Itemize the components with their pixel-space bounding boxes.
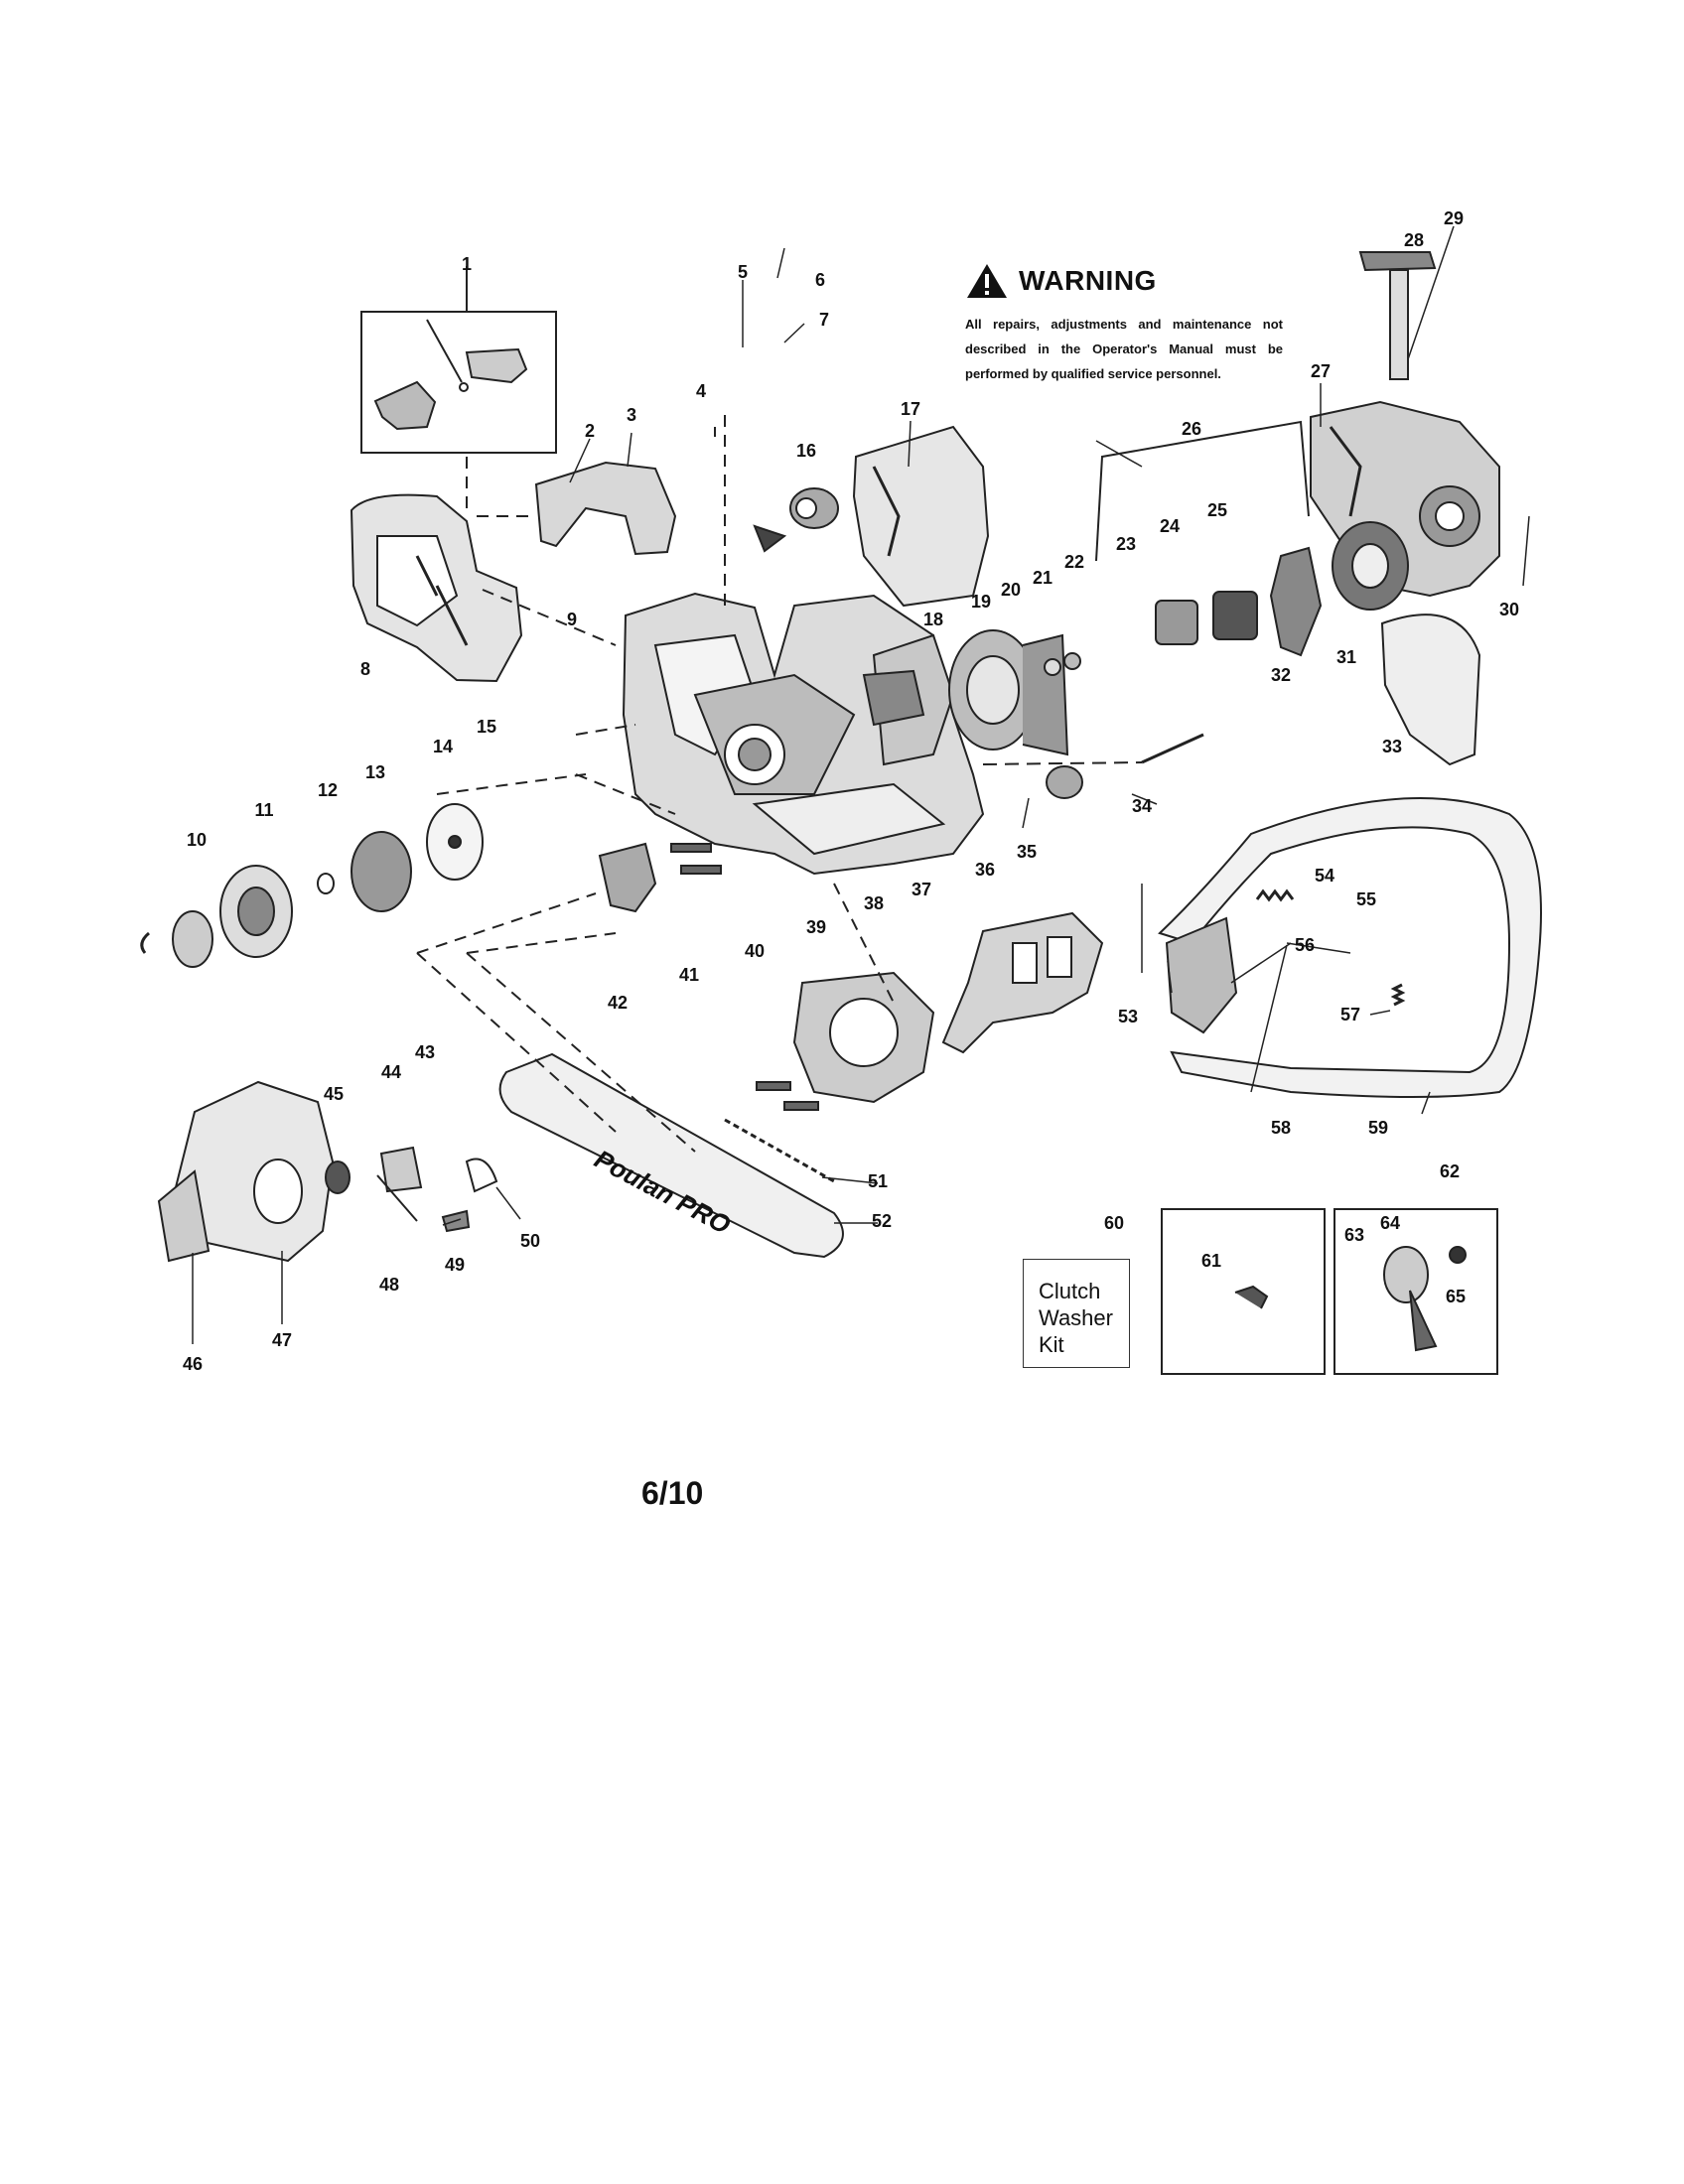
callout-46: 46 [182, 1354, 204, 1374]
callout-21: 21 [1032, 568, 1053, 588]
callout-9: 9 [566, 610, 578, 629]
part-1-kit-box [360, 311, 557, 454]
callout-23: 23 [1115, 534, 1137, 554]
callout-30: 30 [1498, 600, 1520, 619]
callout-59: 59 [1367, 1118, 1389, 1138]
callout-63: 63 [1343, 1225, 1365, 1245]
callout-22: 22 [1063, 552, 1085, 572]
callout-11: 11 [254, 800, 274, 820]
part-16-fitting [753, 487, 839, 553]
callout-5: 5 [737, 262, 749, 282]
callout-35: 35 [1016, 842, 1038, 862]
callout-57: 57 [1339, 1005, 1361, 1024]
callout-3: 3 [626, 405, 637, 425]
callout-49: 49 [444, 1255, 466, 1275]
callout-6: 6 [814, 270, 826, 290]
callout-54: 54 [1314, 866, 1335, 886]
callout-51: 51 [867, 1171, 889, 1191]
part-47-clutch-cover [157, 1080, 335, 1263]
part-61-kit-box [1161, 1208, 1326, 1375]
leader-lines [192, 225, 1530, 1344]
part-24-clutch-drum [1155, 546, 1323, 657]
part-11-sprocket [172, 803, 484, 968]
callout-42: 42 [607, 993, 629, 1013]
part-39-brake-assembly [792, 971, 935, 1104]
callout-45: 45 [323, 1084, 345, 1104]
callout-65: 65 [1445, 1287, 1467, 1306]
callout-18: 18 [922, 610, 944, 629]
callout-8: 8 [359, 659, 371, 679]
part-38-engine-housing [622, 592, 985, 876]
callout-27: 27 [1310, 361, 1332, 381]
callout-50: 50 [519, 1231, 541, 1251]
callout-39: 39 [805, 917, 827, 937]
warning-triangle-icon [967, 264, 1007, 298]
part-28-starter-handle [1358, 251, 1437, 380]
warning-title: WARNING [1019, 265, 1157, 296]
callout-17: 17 [900, 399, 921, 419]
callout-44: 44 [380, 1062, 402, 1082]
callout-52: 52 [871, 1211, 893, 1231]
part-36-chain-brake-lever [941, 911, 1104, 1054]
callout-1: 1 [461, 254, 473, 274]
callout-16: 16 [795, 441, 817, 461]
callout-32: 32 [1270, 665, 1292, 685]
callout-10: 10 [186, 830, 208, 850]
callout-56: 56 [1294, 935, 1316, 955]
callout-36: 36 [974, 860, 996, 880]
callout-4: 4 [695, 381, 707, 401]
callout-48: 48 [378, 1275, 400, 1295]
part-58-front-handle [1158, 797, 1542, 1098]
clutch-washer-kit-box: Clutch Washer Kit [1023, 1259, 1130, 1368]
warning-block: WARNING All repairs, adjustments and mai… [965, 262, 1283, 386]
kit-label: Clutch Washer Kit [1039, 1279, 1113, 1357]
part-52-guide-bar [498, 1052, 844, 1259]
callout-43: 43 [414, 1042, 436, 1062]
part-19-flywheel [948, 629, 1069, 756]
callout-33: 33 [1381, 737, 1403, 756]
page-number: 6/10 [641, 1475, 704, 1511]
part-2-cover [534, 461, 677, 556]
callout-13: 13 [364, 762, 386, 782]
callout-62: 62 [1439, 1161, 1461, 1181]
part-20-shield [852, 425, 990, 608]
callout-34: 34 [1131, 796, 1153, 816]
callout-15: 15 [476, 717, 497, 737]
callout-37: 37 [911, 880, 932, 899]
callout-28: 28 [1403, 230, 1425, 250]
callout-25: 25 [1206, 500, 1228, 520]
warning-text: All repairs, adjustments and maintenance… [965, 317, 1283, 381]
callout-53: 53 [1117, 1007, 1139, 1026]
callout-40: 40 [744, 941, 766, 961]
callout-19: 19 [970, 592, 992, 612]
callout-60: 60 [1103, 1213, 1125, 1233]
callout-41: 41 [678, 965, 700, 985]
callout-20: 20 [1000, 580, 1022, 600]
callout-12: 12 [317, 780, 339, 800]
callout-31: 31 [1335, 647, 1357, 667]
callout-38: 38 [863, 893, 885, 913]
callout-29: 29 [1443, 208, 1465, 228]
part-62-kit-box [1333, 1208, 1498, 1375]
callout-47: 47 [271, 1330, 293, 1350]
callout-64: 64 [1379, 1213, 1401, 1233]
callout-61: 61 [1200, 1251, 1222, 1271]
callout-24: 24 [1159, 516, 1181, 536]
callout-7: 7 [818, 310, 830, 330]
callout-55: 55 [1355, 889, 1377, 909]
connection-lines [416, 415, 895, 1153]
callout-2: 2 [584, 421, 596, 441]
callout-14: 14 [432, 737, 454, 756]
part-8-rear-handle [350, 493, 523, 683]
callout-26: 26 [1181, 419, 1202, 439]
callout-58: 58 [1270, 1118, 1292, 1138]
